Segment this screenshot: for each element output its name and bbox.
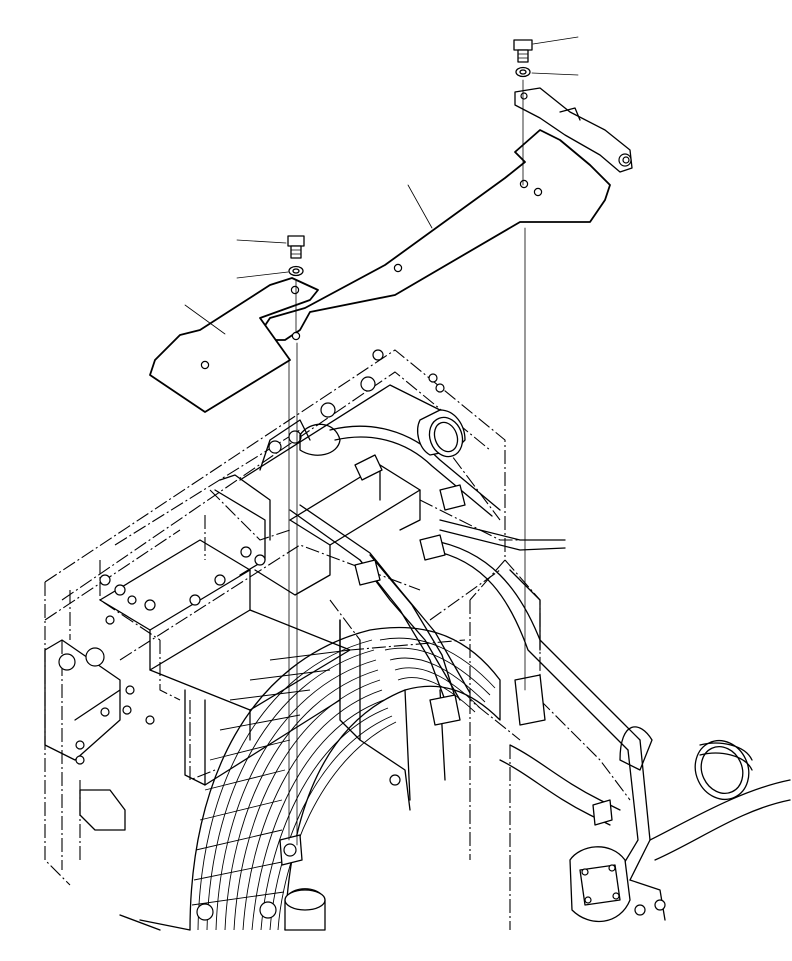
radiator-fan-fins <box>189 619 501 931</box>
assembly-lines <box>288 79 526 846</box>
radiator-side-block <box>44 639 155 831</box>
bolt-left-upper <box>287 235 305 259</box>
washer-right-upper <box>515 66 531 78</box>
coolant-hoses <box>289 425 791 881</box>
turbo-housing <box>569 846 666 923</box>
hose-clamps <box>279 454 613 866</box>
washer-left-upper <box>288 265 304 277</box>
callout-leaders <box>184 36 579 335</box>
intake-cylinder <box>417 409 466 458</box>
cover-plate-short <box>149 277 319 413</box>
bolt-right-upper <box>513 39 533 63</box>
engine-frame-outline <box>44 349 631 930</box>
cover-plate-long <box>261 129 611 341</box>
air-cleaner-elbow <box>694 740 753 800</box>
bracket-tab <box>514 87 633 173</box>
lower-fittings <box>119 888 326 931</box>
